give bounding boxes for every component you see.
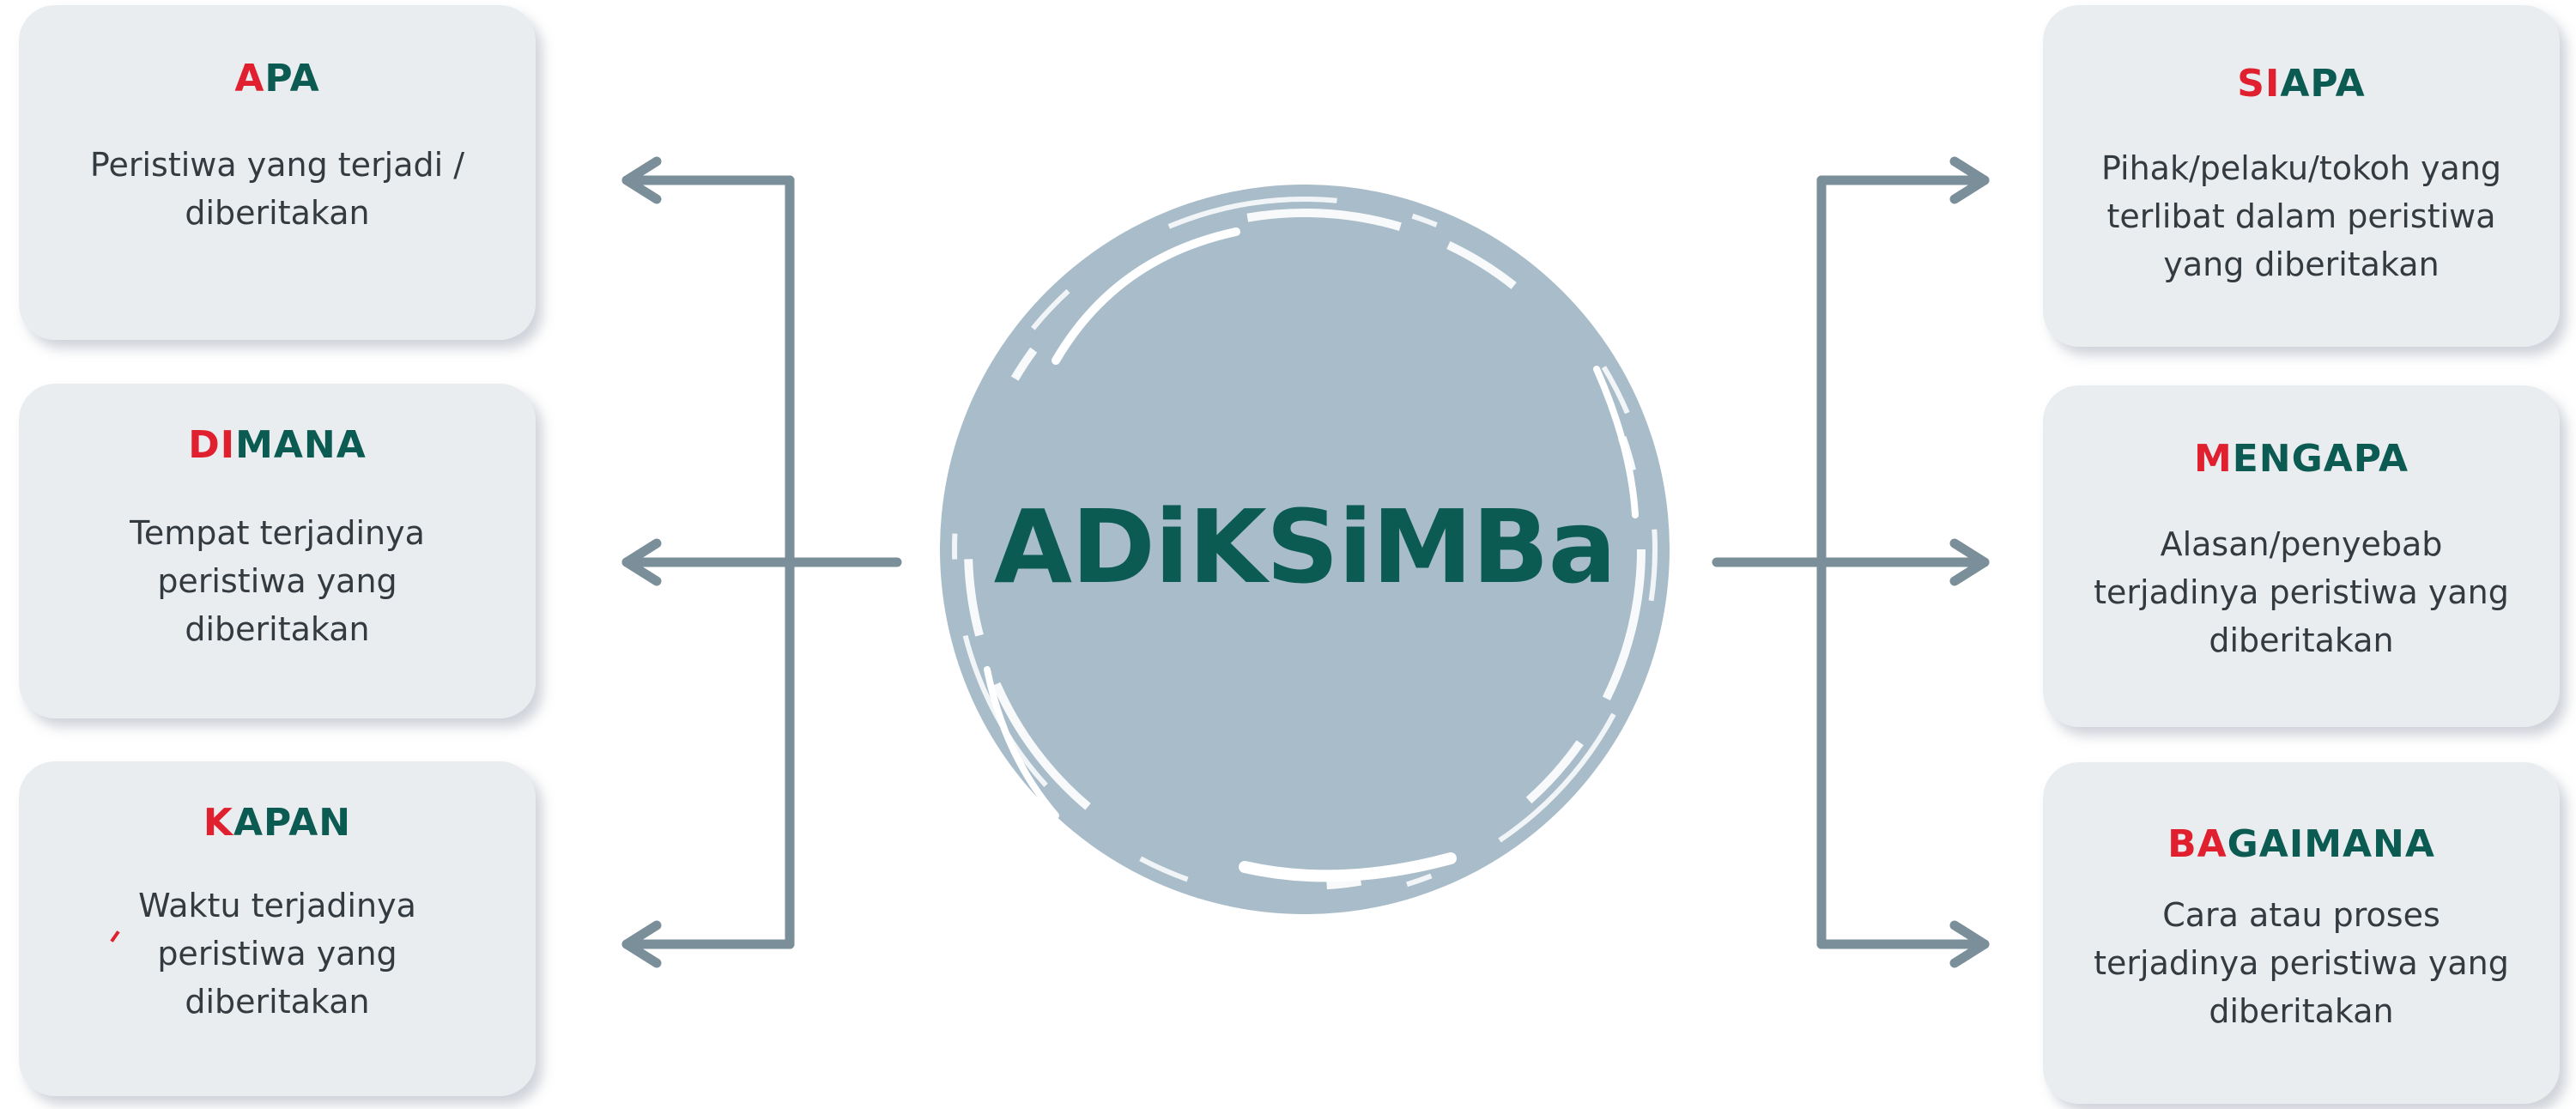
center-circle <box>940 185 1670 914</box>
card-title: SIAPA <box>2237 62 2366 106</box>
card-mengapa: MENGAPA Alasan/penyebab terjadinya peris… <box>2043 385 2560 727</box>
card-description: Pihak/pelaku/tokoh yang terlibat dalam p… <box>2100 149 2502 283</box>
card-title: APA <box>234 57 320 100</box>
card-siapa: SIAPA Pihak/pelaku/tokoh yang terlibat d… <box>2043 5 2560 347</box>
card-dimana: DIMANA Tempat terjadinya peristiwa yang … <box>19 384 536 718</box>
card-title: KAPAN <box>203 801 352 845</box>
card-title: MENGAPA <box>2193 437 2409 481</box>
center-title: ADiKSiMBa <box>993 488 1617 606</box>
right-connector <box>1712 156 1990 968</box>
card-kapan: KAPAN Waktu terjadinya peristiwa yang di… <box>19 761 536 1096</box>
card-description: Alasan/penyebab terjadinya peristiwa yan… <box>2094 525 2509 659</box>
card-description: Waktu terjadinya peristiwa yang diberita… <box>138 887 416 1021</box>
card-description: Tempat terjadinya peristiwa yang diberit… <box>130 514 425 648</box>
card-description: Peristiwa yang terjadi / diberitakan <box>89 146 465 232</box>
card-description: Cara atau proses terjadinya peristiwa ya… <box>2094 896 2509 1030</box>
card-title: DIMANA <box>188 423 367 467</box>
left-connector <box>621 156 902 968</box>
card-apa: APA Peristiwa yang terjadi / diberitakan <box>19 5 536 340</box>
card-bagaimana: BAGAIMANA Cara atau proses terjadinya pe… <box>2043 762 2560 1104</box>
card-title: BAGAIMANA <box>2167 822 2435 866</box>
